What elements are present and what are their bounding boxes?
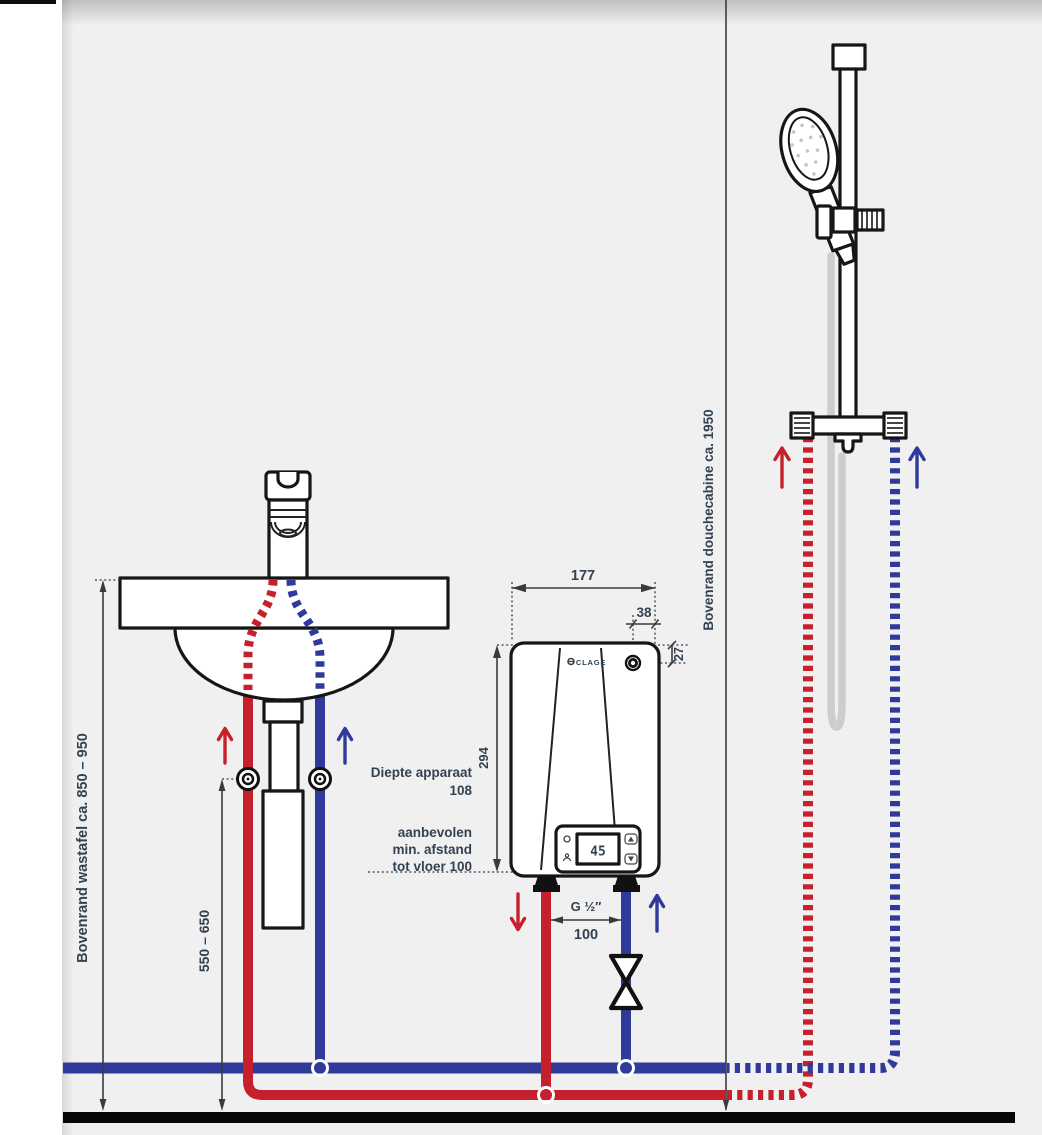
up-arrow-icon bbox=[628, 836, 634, 842]
hole-offset-h-label: 38 bbox=[636, 605, 652, 620]
washbasin bbox=[118, 576, 450, 702]
inline-valve-icon bbox=[608, 953, 644, 1011]
floor-line bbox=[63, 1112, 1015, 1123]
note-floor-clearance: aanbevolen min. afstand tot vloer 100 bbox=[392, 825, 472, 874]
down-arrow-icon bbox=[628, 856, 634, 862]
dim-heater-width bbox=[512, 583, 655, 593]
junction-ring bbox=[537, 1086, 555, 1104]
panel-button-icon bbox=[563, 835, 571, 843]
faucet-lever bbox=[276, 472, 300, 489]
wall-divider-line bbox=[722, 0, 730, 1111]
cold-flow-arrow-icon bbox=[648, 893, 666, 933]
heater-width-label: 177 bbox=[571, 568, 595, 584]
heater-display bbox=[575, 832, 621, 866]
shower-cold-pipe-dashed bbox=[727, 437, 900, 1073]
shower-height-label: Bovenrand douchecabine ca. 1950 bbox=[701, 409, 716, 630]
connection-spacing-label: 100 bbox=[574, 927, 598, 943]
left-margin bbox=[0, 0, 62, 1135]
dim-hole-offset-horizontal bbox=[626, 619, 661, 629]
valve-height-label: 550 – 650 bbox=[196, 910, 212, 972]
drain-siphon bbox=[261, 699, 305, 930]
device-depth-line1: Diepte apparaat bbox=[371, 765, 473, 780]
brand-logo: CLAGE bbox=[567, 657, 606, 667]
brand-label: CLAGE bbox=[576, 658, 606, 667]
top-shadow bbox=[62, 0, 1042, 26]
junction-ring bbox=[311, 1059, 329, 1077]
left-seam-shadow bbox=[62, 0, 74, 1135]
hot-flow-arrow-icon bbox=[216, 726, 234, 765]
mounting-hole-icon bbox=[624, 654, 642, 672]
washbasin-height-label: Bovenrand wastafel ca. 850 – 950 bbox=[75, 733, 91, 963]
shower-hose bbox=[827, 252, 846, 731]
top-left-bar bbox=[0, 0, 56, 4]
hot-flow-arrow-icon bbox=[509, 892, 527, 932]
rail-slider-bracket bbox=[815, 204, 885, 240]
basin-slab bbox=[118, 576, 450, 630]
display-temperature: 45 bbox=[590, 845, 606, 860]
dim-connection-spacing bbox=[551, 916, 621, 924]
device-depth-line2: 108 bbox=[449, 783, 472, 798]
spray-nozzles bbox=[790, 123, 823, 176]
basin-cold-dashed bbox=[286, 579, 325, 690]
note-device-depth: Diepte apparaat 108 bbox=[371, 765, 473, 798]
floor-clearance-line1: aanbevolen bbox=[398, 825, 472, 840]
rail-top-cap bbox=[831, 43, 867, 71]
panel-button-down bbox=[624, 853, 638, 865]
panel-button-icon bbox=[562, 853, 572, 862]
floor-clearance-line3: tot vloer 100 bbox=[392, 859, 472, 874]
heater-control-panel: 45 bbox=[554, 824, 642, 874]
panel-button-up bbox=[624, 833, 638, 845]
dim-washbasin-height bbox=[95, 579, 122, 1111]
dim-valve-height bbox=[218, 778, 236, 1111]
hole-offset-v-label: 27 bbox=[672, 647, 686, 661]
shutoff-valve-hot-icon bbox=[236, 767, 260, 791]
dim-hole-offset-vertical bbox=[667, 640, 677, 668]
room-background bbox=[62, 0, 1042, 1135]
shower-mixer-bar bbox=[789, 411, 908, 454]
hot-main-pipe bbox=[243, 690, 726, 1100]
junction-ring bbox=[617, 1059, 635, 1077]
shower-set bbox=[779, 43, 908, 731]
mixer-spout bbox=[833, 432, 863, 454]
connection-thread-label: G ½″ bbox=[571, 899, 602, 914]
floor-clearance-line2: min. afstand bbox=[392, 842, 472, 857]
heater-height-label: 294 bbox=[476, 746, 491, 768]
hot-flow-arrow-icon bbox=[773, 446, 791, 489]
basin-hot-dashed bbox=[243, 579, 278, 690]
dim-heater-height bbox=[493, 645, 501, 872]
faucet bbox=[264, 470, 312, 580]
water-heater: CLAGE 45 bbox=[509, 641, 661, 892]
shutoff-valve-cold-icon bbox=[308, 767, 332, 791]
cold-flow-arrow-icon bbox=[908, 446, 926, 489]
shower-hot-pipe-dashed bbox=[727, 437, 813, 1100]
cold-flow-arrow-icon bbox=[336, 726, 354, 765]
heater-connectors bbox=[533, 876, 640, 892]
